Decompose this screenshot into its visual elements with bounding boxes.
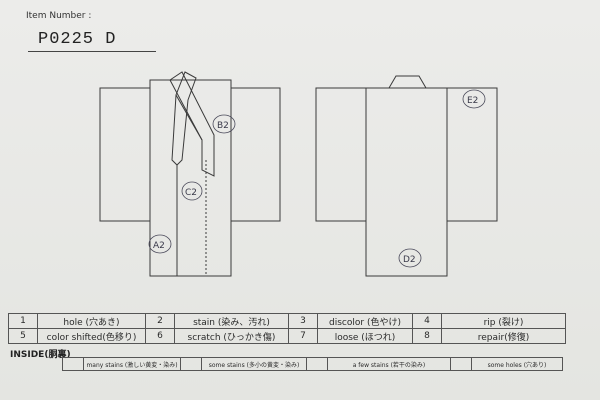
legend-row: 1 hole (穴あき) 2 stain (染み、汚れ) 3 discolor …	[8, 313, 566, 329]
back-view	[315, 75, 498, 277]
mark-d2-circle	[398, 248, 422, 268]
front-damage-marks: B2 C2 A2	[148, 114, 236, 254]
legend-num: 4	[412, 313, 442, 329]
legend-label: color shifted(色移り)	[37, 328, 146, 344]
inside-checkbox[interactable]	[450, 357, 472, 371]
legend-label: scratch (ひっかき傷)	[174, 328, 289, 344]
inside-checkbox[interactable]	[62, 357, 84, 371]
back-collar	[388, 75, 427, 89]
inside-condition-table: many stains (激しい黄変・染み) some stains (多小の黄…	[62, 357, 563, 371]
back-body	[365, 87, 448, 277]
inside-checkbox[interactable]	[180, 357, 202, 371]
inside-section-title: INSIDE(胴裏)	[10, 350, 71, 360]
legend-num: 8	[412, 328, 442, 344]
legend-num: 3	[288, 313, 318, 329]
mark-a2: A2	[153, 241, 165, 251]
legend-row: 5 color shifted(色移り) 6 scratch (ひっかき傷) 7…	[8, 328, 566, 344]
legend-label: hole (穴あき)	[37, 313, 146, 329]
legend-label: stain (染み、汚れ)	[174, 313, 289, 329]
legend-num: 1	[8, 313, 38, 329]
mark-a2-circle	[148, 234, 172, 254]
damage-legend-table: 1 hole (穴あき) 2 stain (染み、汚れ) 3 discolor …	[8, 313, 566, 344]
front-body	[149, 79, 232, 277]
mark-d2: D2	[403, 255, 416, 265]
legend-label: rip (裂け)	[441, 313, 566, 329]
legend-label: loose (ほつれ)	[317, 328, 413, 344]
inside-item: many stains (激しい黄変・染み)	[83, 357, 181, 371]
inside-row: many stains (激しい黄変・染み) some stains (多小の黄…	[62, 357, 563, 371]
front-view	[99, 71, 281, 277]
mark-c2: C2	[185, 188, 197, 198]
mark-b2: B2	[217, 121, 229, 131]
legend-label: discolor (色やけ)	[317, 313, 413, 329]
legend-num: 2	[145, 313, 175, 329]
item-number-underline	[28, 51, 156, 52]
front-collar-left	[171, 71, 197, 166]
front-left-sleeve	[99, 87, 151, 222]
collar-cross	[175, 94, 203, 141]
legend-num: 5	[8, 328, 38, 344]
legend-num: 7	[288, 328, 318, 344]
inside-checkbox[interactable]	[306, 357, 328, 371]
item-number-value: P0225 D	[38, 30, 117, 49]
front-right-sleeve	[230, 87, 281, 222]
mark-e2: E2	[467, 96, 478, 106]
back-damage-marks: E2 D2	[398, 89, 486, 268]
back-left-sleeve	[315, 87, 367, 222]
item-number-label: Item Number :	[26, 11, 92, 21]
legend-label: repair(修復)	[441, 328, 566, 344]
inside-item: a few stains (若干の染み)	[327, 357, 451, 371]
inside-item: some stains (多小の黄変・染み)	[201, 357, 307, 371]
legend-num: 6	[145, 328, 175, 344]
mark-b2-circle	[212, 114, 236, 134]
mark-e2-circle	[462, 89, 486, 109]
mark-c2-circle	[181, 181, 203, 201]
inside-item: some holes (穴あり)	[471, 357, 563, 371]
